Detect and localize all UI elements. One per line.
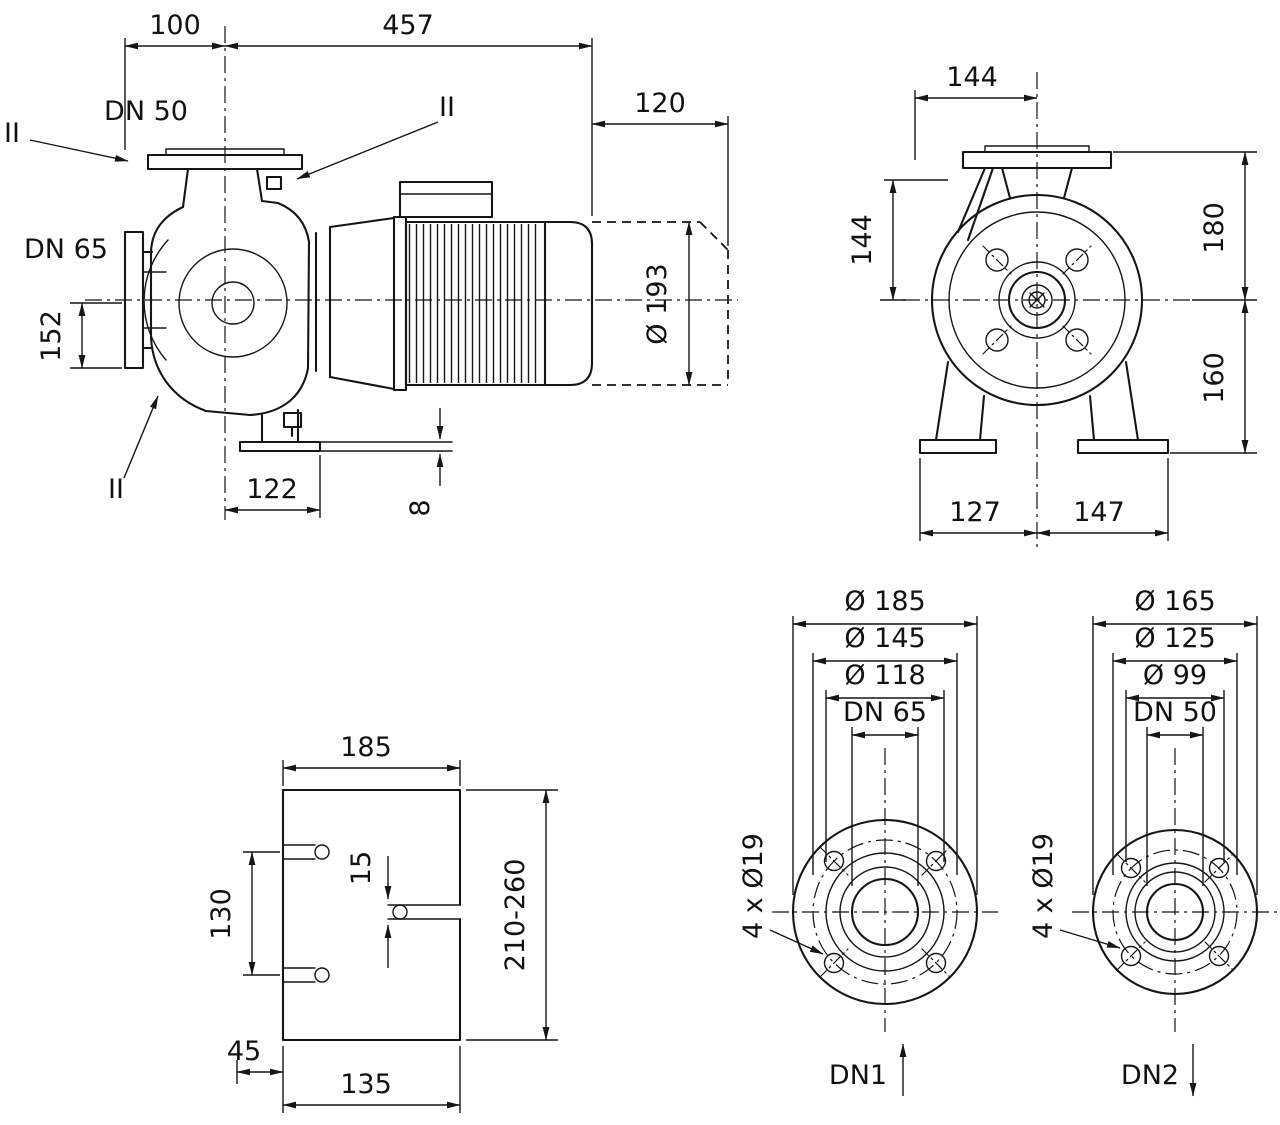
motor-fins	[408, 224, 540, 383]
flange-dn65-view: Ø 185 Ø 145 Ø 118 DN 65 4 x Ø19 DN1	[738, 586, 998, 1096]
dim-diameter-99-label: Ø 99	[1143, 660, 1207, 691]
dim-100-label: 100	[149, 10, 201, 41]
flange-dn50-view: Ø 165 Ø 125 Ø 99 DN 50 4 x Ø19 DN2	[1028, 586, 1278, 1097]
dim-diameter-145-label: Ø 145	[844, 623, 925, 654]
dim-dn50-label: DN 50	[1133, 697, 1217, 728]
dim-144-top-label: 144	[946, 62, 998, 93]
dim-diameter-118-label: Ø 118	[844, 660, 925, 691]
dim-diameter-165-label: Ø 165	[1134, 586, 1215, 617]
section-marker-bottom-left: II	[108, 474, 124, 505]
dim-122-label: 122	[246, 474, 298, 505]
dim-diameter-193-label: Ø 193	[642, 263, 673, 344]
dn50-label: DN 50	[104, 96, 188, 127]
front-view-outline	[918, 145, 1170, 455]
dim-15-label: 15	[346, 851, 377, 885]
motor-outline	[392, 180, 594, 392]
flange-dn50-outline	[1091, 828, 1259, 996]
front-view-centerlines	[903, 72, 1192, 548]
bolt-holes-dn50-label: 4 x Ø19	[1028, 833, 1059, 939]
dim-diameter-125-label: Ø 125	[1134, 623, 1215, 654]
dim-130-label: 130	[206, 888, 237, 940]
pump-outline	[123, 148, 453, 453]
bolt-circle-dn50	[1112, 849, 1238, 975]
side-view: 100 457 120 DN 50 DN 65 152 Ø 193 122	[4, 10, 738, 520]
side-view-centerlines	[85, 26, 738, 520]
base-view: 185 130 15 210-260 45 135	[206, 732, 558, 1113]
section-arrow-top-right	[296, 121, 439, 180]
motor-removal-envelope	[592, 221, 729, 386]
bolt-holes-dn65-label: 4 x Ø19	[738, 833, 769, 939]
dim-160-label: 160	[1199, 352, 1230, 404]
dim-diameter-185-label: Ø 185	[844, 586, 925, 617]
port-dn2-label: DN2	[1121, 1060, 1179, 1091]
bolt-holes-dn50-leader	[1059, 929, 1121, 949]
bolt-circle-dn65	[812, 839, 958, 985]
dim-8-label: 8	[405, 499, 436, 516]
section-arrow-top-left	[29, 139, 129, 162]
dim-135-label: 135	[340, 1069, 392, 1100]
dim-185-label: 185	[340, 732, 392, 763]
dim-144-left-label: 144	[847, 214, 878, 266]
base-plate-outline	[281, 788, 462, 1042]
dim-147-label: 147	[1073, 497, 1125, 528]
side-view-dimensions: 100 457 120 DN 50 DN 65 152 Ø 193 122	[4, 10, 729, 518]
section-marker-top-left: II	[4, 118, 20, 149]
section-marker-top-right: II	[439, 92, 455, 123]
dim-210-260-label: 210-260	[500, 859, 531, 972]
flange-dn65-dimensions: Ø 185 Ø 145 Ø 118 DN 65 4 x Ø19 DN1	[738, 586, 978, 1096]
flange-dn65-outline	[791, 818, 979, 1006]
terminal-box	[398, 180, 494, 219]
dim-120-label: 120	[634, 88, 686, 119]
dim-127-label: 127	[949, 497, 1001, 528]
front-view: 144 144 180 160 127 147	[847, 62, 1257, 548]
base-view-dimensions: 185 130 15 210-260 45 135	[206, 732, 558, 1113]
front-view-dimensions: 144 144 180 160 127 147	[847, 62, 1257, 541]
dim-45-label: 45	[227, 1036, 261, 1067]
dim-dn65-label: DN 65	[843, 697, 927, 728]
port-dn1-label: DN1	[829, 1060, 887, 1091]
dim-152-label: 152	[36, 310, 67, 362]
flange-dn50-dimensions: Ø 165 Ø 125 Ø 99 DN 50 4 x Ø19 DN2	[1028, 586, 1258, 1097]
dim-457-label: 457	[382, 10, 434, 41]
dim-180-label: 180	[1199, 202, 1230, 254]
bolt-holes-dn65-leader	[769, 929, 824, 955]
section-arrow-bottom-left	[123, 395, 159, 479]
dn65-label: DN 65	[24, 234, 108, 265]
